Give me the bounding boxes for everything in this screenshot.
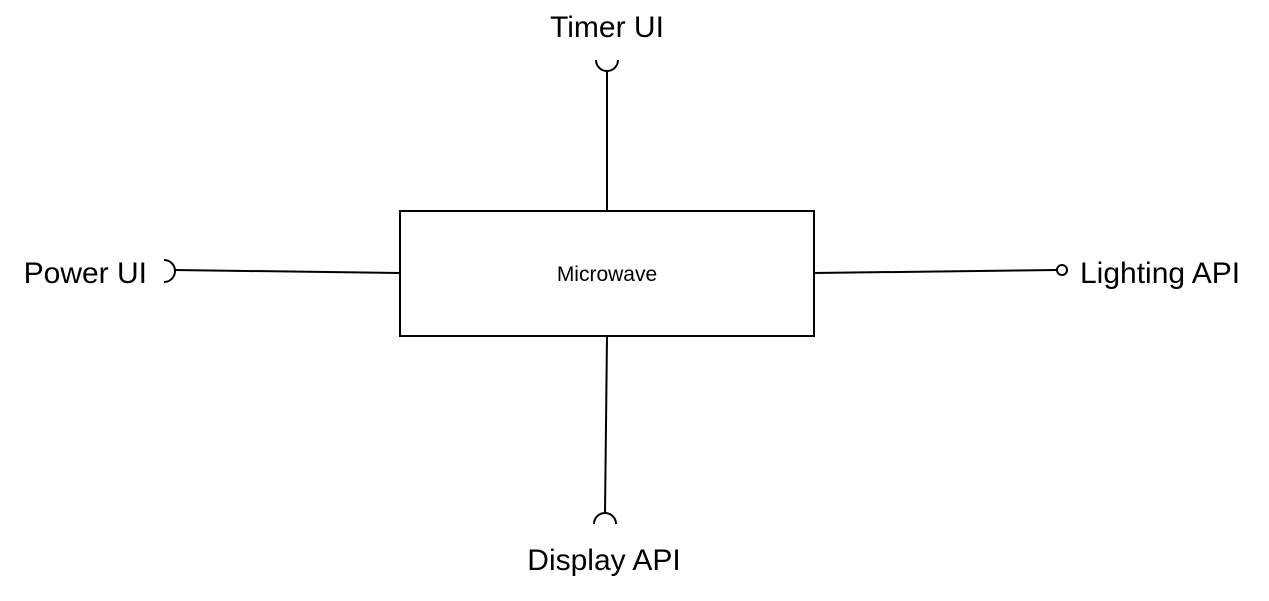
power-ui-label: Power UI (24, 257, 147, 290)
lighting-api-lollipop-icon (1056, 264, 1068, 276)
power-ui-connector (173, 269, 401, 274)
power-ui-socket-icon (163, 259, 176, 283)
lighting-api-connector (813, 269, 1058, 274)
timer-ui-socket-icon (595, 59, 619, 72)
lighting-api-label: Lighting API (1080, 257, 1240, 290)
display-api-label: Display API (527, 544, 680, 577)
display-api-connector (604, 335, 608, 515)
microwave-component-label: Microwave (557, 263, 657, 286)
display-api-socket-icon (593, 512, 617, 525)
timer-ui-label: Timer UI (550, 11, 664, 44)
